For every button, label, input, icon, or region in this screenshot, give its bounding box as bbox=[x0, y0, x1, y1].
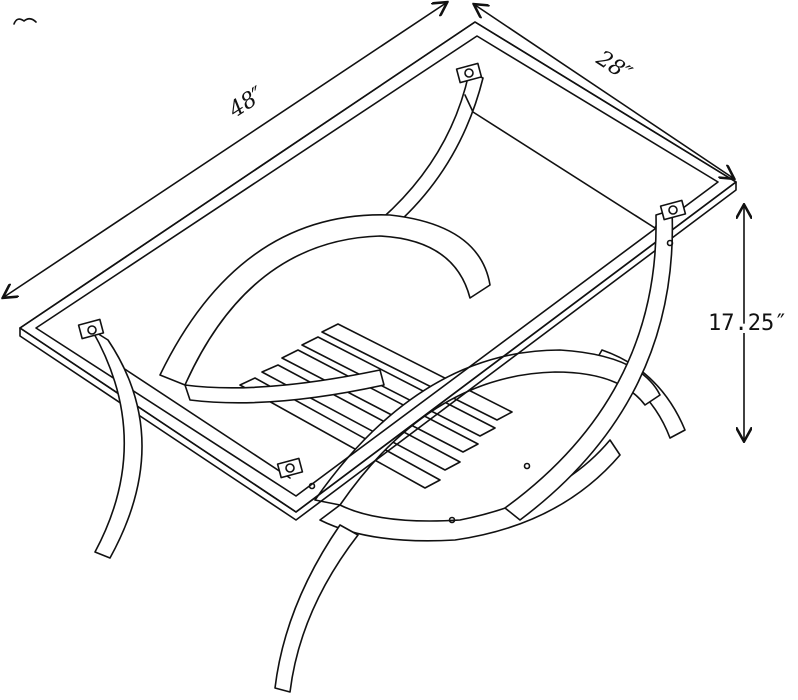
length-label: 48″ bbox=[224, 82, 269, 124]
corner-squiggle-mark bbox=[13, 17, 37, 25]
corner-post-left bbox=[77, 318, 105, 340]
width-dimension-arrow bbox=[475, 5, 733, 178]
corner-post-right bbox=[659, 199, 687, 221]
width-label: 28″ bbox=[591, 46, 636, 88]
length-dimension-arrow bbox=[4, 3, 446, 297]
corner-post-bottom bbox=[276, 457, 304, 479]
front-legs bbox=[91, 209, 674, 693]
height-label: 17.25″ bbox=[708, 311, 787, 336]
